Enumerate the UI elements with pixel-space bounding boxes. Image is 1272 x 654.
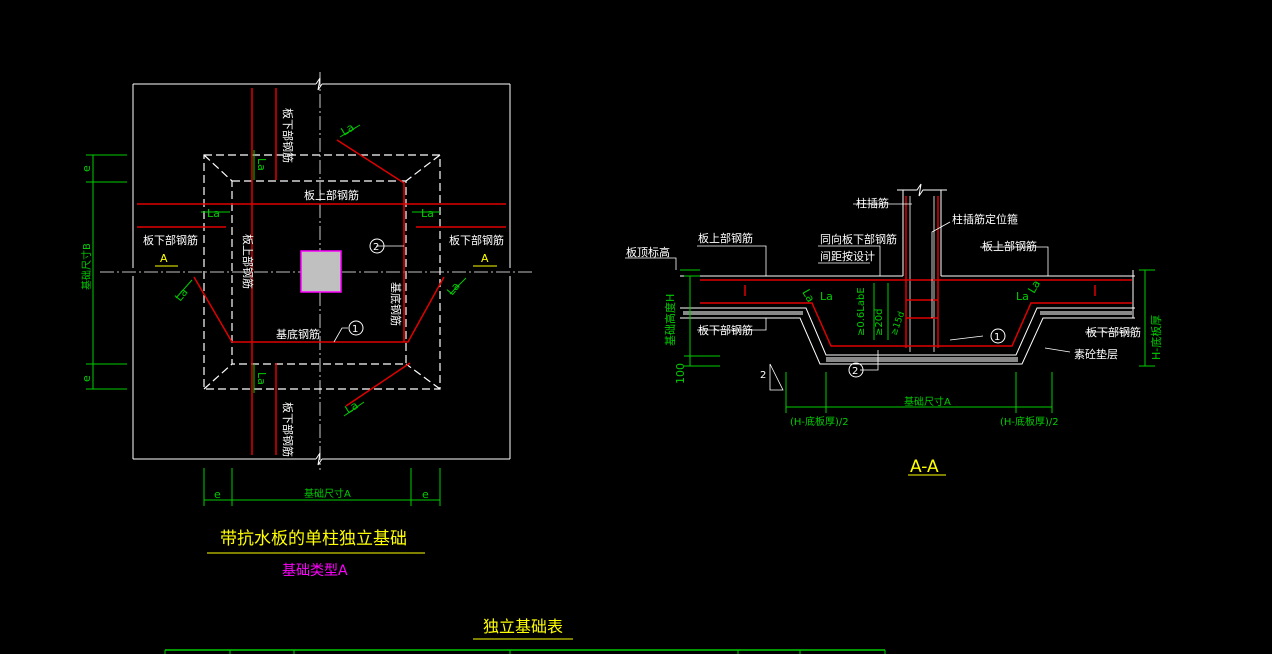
dim-height: 基础尺寸B — [80, 243, 93, 290]
callout-2-circle — [369, 238, 385, 254]
column-section — [909, 196, 935, 352]
dim-la-left: La — [207, 207, 220, 220]
section-callout-2-text: 2 — [852, 366, 858, 377]
cushion-hatch — [683, 311, 1132, 362]
dim-la-right-diag: La — [1025, 278, 1043, 296]
plan-leaders — [333, 245, 404, 343]
plan-dimensions — [86, 124, 467, 506]
label-slab-bottom-right: 板下部钢筋 — [449, 233, 504, 247]
dim-la-diag-top: La — [339, 121, 357, 139]
label-base-rebar-h: 基底钢筋 — [276, 327, 320, 341]
label-slab-bottom-right: 板下部钢筋 — [1086, 325, 1141, 339]
dim-width: 基础尺寸A — [304, 487, 351, 500]
label-column-insert: 柱插筋 — [856, 196, 889, 210]
slope-label: 2 — [760, 370, 766, 381]
dim-section-width: 基础尺寸A — [904, 395, 951, 408]
plan-title: 带抗水板的单柱独立基础 — [220, 529, 407, 549]
dim-la-bottom: La — [255, 372, 268, 385]
dim-la-top: La — [255, 158, 268, 171]
dim-la-left: La — [820, 290, 833, 303]
slab-outline — [132, 77, 511, 466]
table-title: 独立基础表 — [483, 617, 563, 636]
label-column-stirrup: 柱插筋定位箍 — [952, 212, 1018, 226]
plan-rebars — [137, 88, 506, 455]
section-outline — [680, 183, 1135, 365]
label-same-bottom: 同向板下部钢筋 — [820, 232, 897, 246]
label-cushion: 素砼垫层 — [1074, 347, 1118, 361]
section-rebars — [700, 196, 1132, 348]
dim-e-left: e — [214, 488, 221, 501]
section-mark-right: A — [481, 252, 489, 265]
dim-la-left-diag: La — [799, 287, 817, 305]
label-slab-top-left: 板上部钢筋 — [698, 231, 753, 245]
dim-found-height: 基础高度H — [663, 294, 677, 346]
table-header: 独立基础表 — [164, 617, 886, 654]
dim-la-diag-right: La — [444, 280, 462, 298]
section-callout-1-circle — [990, 328, 1006, 344]
section-dimensions — [680, 269, 1155, 413]
dim-la-right: La — [1016, 290, 1029, 303]
label-slab-bottom-left: 板下部钢筋 — [143, 233, 198, 247]
section-leaders — [625, 203, 1132, 391]
dim-left: (H-底板厚)/2 — [790, 415, 849, 428]
foundation-outline — [203, 154, 441, 390]
label-slab-top-right: 板上部钢筋 — [982, 239, 1037, 253]
section-callout-1-text: 1 — [994, 332, 1000, 343]
label-spacing: 间距按设计 — [820, 249, 875, 263]
label-slab-bottom-bottom: 板下部钢筋 — [281, 402, 295, 457]
callout-1-text: 1 — [352, 324, 358, 335]
section-callout-2-circle — [848, 362, 864, 378]
dim-la-diag-bottom: La — [343, 399, 361, 417]
dim-la-diag-left: La — [172, 286, 190, 304]
label-slab-elev: 板顶标高 — [626, 245, 670, 259]
dim-la-right: La — [421, 207, 434, 220]
plan-view: 板上部钢筋 板下部钢筋 板下部钢筋 基底钢筋 板上部钢筋 板下部钢筋 板下部钢筋… — [80, 72, 535, 579]
plan-subtitle: 基础类型A — [282, 562, 348, 579]
label-slab-top-h: 板上部钢筋 — [304, 188, 359, 202]
section-title: A-A — [910, 457, 939, 477]
label-slab-bottom-top: 板下部钢筋 — [281, 108, 295, 163]
dim-e-bottom: e — [80, 375, 93, 382]
column — [300, 250, 342, 293]
dim-anchor-2: ≥20d — [874, 309, 885, 336]
section-mark-left: A — [160, 252, 168, 265]
callout-1-circle — [348, 320, 364, 336]
dim-right: (H-底板厚)/2 — [1000, 415, 1059, 428]
dim-anchor-1: ≥0.6LabE — [856, 287, 867, 336]
dim-e-top: e — [80, 165, 93, 172]
dim-slab-thickness: H-底板厚 — [1149, 315, 1163, 360]
label-slab-bottom-left: 板下部钢筋 — [698, 323, 753, 337]
label-slab-top-v: 板上部钢筋 — [241, 234, 255, 289]
dim-e-right: e — [422, 488, 429, 501]
label-base-rebar-v: 基底钢筋 — [389, 282, 403, 326]
dim-100: 100 — [674, 363, 687, 384]
callout-2-text: 2 — [373, 242, 379, 253]
